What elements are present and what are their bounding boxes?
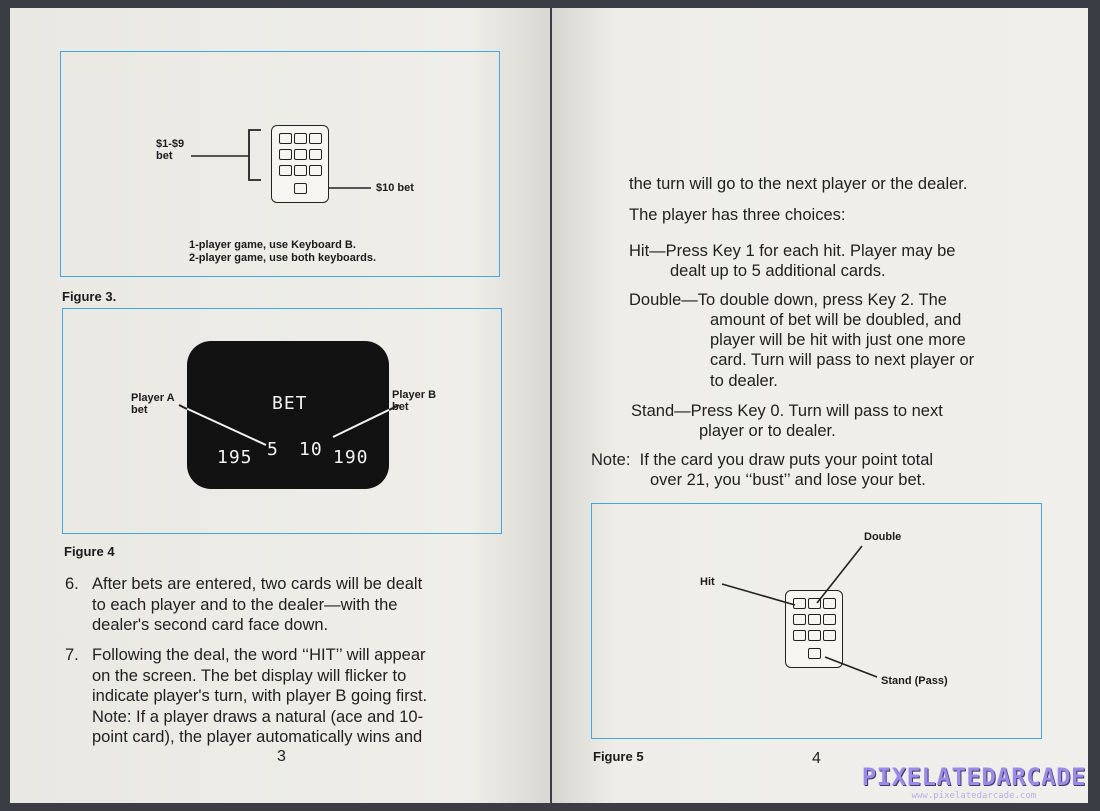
note-line1: Note: If the card you draw puts your poi… — [591, 451, 934, 469]
choices-line: The player has three choices: — [629, 206, 846, 224]
key — [279, 149, 292, 160]
stand-line1: Stand—Press Key 0. Turn will pass to nex… — [631, 402, 943, 420]
hit-line1: Hit—Press Key 1 for each hit. Player may… — [629, 242, 956, 260]
double-line3: player will be hit with just one more — [710, 331, 966, 349]
double-line2: amount of bet will be doubled, and — [710, 311, 962, 329]
item-7-line3: indicate player's turn, with player B go… — [92, 687, 428, 705]
watermark-title: PIXELATEDARCADE — [861, 763, 1086, 791]
ten-bet-label: $10 bet — [376, 182, 414, 194]
page-number-left: 3 — [277, 748, 286, 765]
key — [808, 614, 821, 625]
figure-3-box: $1-$9 bet $10 bet 1-player game, use Key… — [60, 51, 500, 277]
player-b-label: Player B bet — [392, 389, 437, 413]
player-a-bank: 195 — [217, 447, 253, 468]
key — [294, 149, 307, 160]
left-page: $1-$9 bet $10 bet 1-player game, use Key… — [10, 8, 550, 803]
double-label: Double — [864, 531, 902, 543]
key — [793, 614, 806, 625]
item-7-line1: Following the deal, the word ‘‘HIT’’ wil… — [92, 646, 426, 664]
item-7-number: 7. — [65, 646, 79, 664]
key — [279, 133, 292, 144]
double-line1: Double—To double down, press Key 2. The — [629, 291, 947, 309]
keyboard-diagram-fig3 — [271, 125, 329, 203]
player-a-bet: 5 — [267, 439, 279, 460]
screen-title: BET — [272, 393, 308, 414]
player-b-bank: 190 — [333, 447, 369, 468]
player-a-label: Player A bet — [131, 392, 175, 416]
item-6-line2: to each player and to the dealer—with th… — [92, 595, 398, 614]
stand-label: Stand (Pass) — [881, 675, 948, 687]
continue-line: the turn will go to the next player or t… — [629, 175, 968, 193]
double-line5: to dealer. — [710, 372, 778, 390]
figure-5-caption: Figure 5 — [593, 749, 644, 764]
key — [793, 630, 806, 641]
watermark: PIXELATEDARCADE www.pixelatedarcade.com — [862, 763, 1086, 801]
key-hit — [793, 598, 806, 609]
item-6-number: 6. — [65, 575, 79, 593]
item-6-line1: After bets are entered, two cards will b… — [92, 575, 423, 593]
page-number-right: 4 — [812, 750, 821, 767]
hit-label: Hit — [700, 576, 715, 588]
key — [808, 630, 821, 641]
key — [309, 165, 322, 176]
key — [294, 165, 307, 176]
figure-4-pointers — [178, 404, 400, 446]
key-stand — [808, 648, 821, 659]
key — [309, 133, 322, 144]
item-7-line4: Note: If a player draws a natural (ace a… — [92, 707, 424, 726]
figure-4-caption: Figure 4 — [64, 544, 115, 559]
watermark-url: www.pixelatedarcade.com — [911, 791, 1037, 801]
hit-line2: dealt up to 5 additional cards. — [670, 262, 886, 280]
player-b-bet: 10 — [299, 439, 323, 460]
key — [823, 630, 836, 641]
keyboard-diagram-fig5 — [785, 590, 843, 668]
figure-5-box: Double Hit Stand (Pass) — [591, 503, 1042, 739]
key — [279, 165, 292, 176]
figure-4-box: BET 195 5 10 190 Player A bet Player B b… — [62, 308, 502, 534]
note-line2: over 21, you ‘‘bust’’ and lose your bet. — [650, 471, 926, 489]
item-7-line5: point card), the player automatically wi… — [92, 728, 423, 746]
figure-3-caption: Figure 3. — [62, 289, 117, 304]
tv-screen: BET 195 5 10 190 — [187, 341, 389, 489]
double-line4: card. Turn will pass to next player or — [710, 351, 975, 369]
figure-3-note-line1: 1-player game, use Keyboard B. — [189, 239, 356, 251]
figure-3-note-line2: 2-player game, use both keyboards. — [189, 252, 377, 264]
item-7-line2: on the screen. The bet display will flic… — [92, 666, 407, 685]
item-6: 6. After bets are entered, two cards wil… — [65, 574, 422, 636]
figure-5-pointers — [721, 545, 878, 678]
item-6-line3: dealer's second card face down. — [92, 616, 329, 634]
stand-line2: player or to dealer. — [699, 422, 836, 440]
key-double — [808, 598, 821, 609]
key — [294, 133, 307, 144]
item-7: 7. Following the deal, the word ‘‘HIT’’ … — [65, 645, 427, 748]
bet-range-label: $1-$9 bet — [156, 138, 185, 162]
key — [309, 149, 322, 160]
key — [823, 614, 836, 625]
right-page: the turn will go to the next player or t… — [552, 8, 1088, 803]
key — [823, 598, 836, 609]
key-zero — [294, 183, 307, 194]
